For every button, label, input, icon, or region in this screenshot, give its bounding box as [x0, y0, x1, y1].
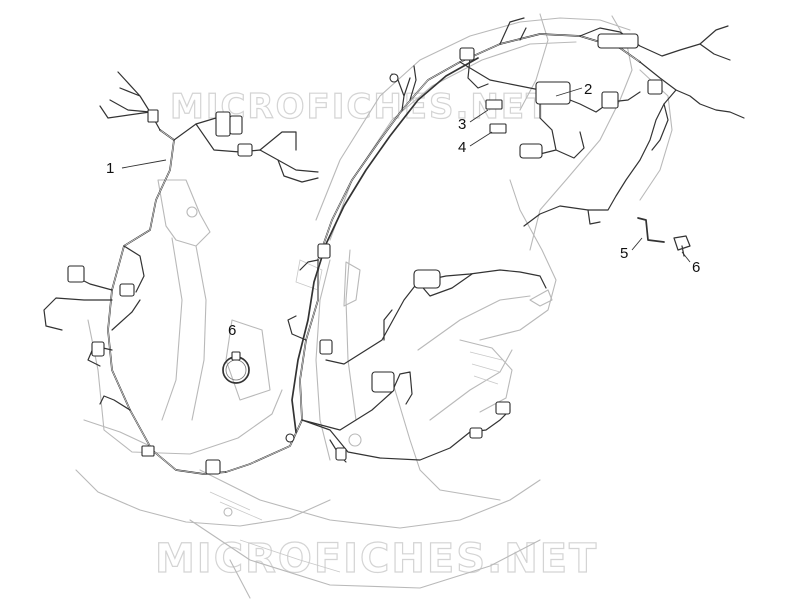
callout-4: 4 [458, 139, 466, 156]
callout-leaders [121, 87, 691, 263]
clamp-6-right [673, 235, 691, 257]
fuse-3 [485, 99, 503, 110]
watermark-bottom: MICROFICHES.NET [155, 536, 598, 582]
callout-3: 3 [458, 116, 466, 133]
callout-6-right: 6 [692, 259, 700, 276]
fuse-4 [489, 123, 507, 134]
main-wiring-harness [43, 17, 745, 475]
bracket-5 [637, 217, 665, 243]
callout-2: 2 [584, 81, 592, 98]
callout-6-left: 6 [228, 322, 236, 339]
callout-labels: 1 2 3 4 5 6 6 [106, 81, 700, 339]
clamp-6-left [222, 356, 250, 384]
connectors [67, 33, 691, 475]
callout-5: 5 [620, 245, 628, 262]
callout-1: 1 [106, 160, 114, 177]
